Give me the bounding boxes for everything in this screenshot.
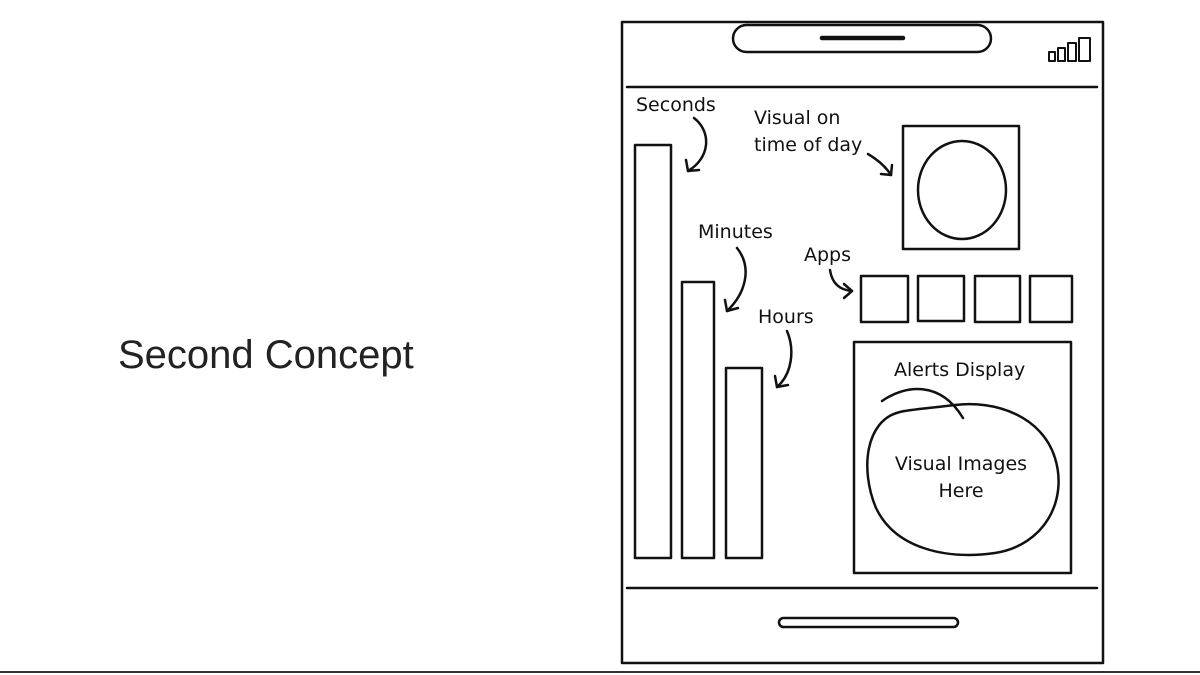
minutes-bar <box>680 280 716 560</box>
visual-time-of-day-label-line1: Visual on <box>754 107 840 129</box>
top-notch <box>731 23 993 54</box>
signal-strength-icon <box>1048 37 1091 62</box>
hours-label: Hours <box>758 306 814 328</box>
hours-arrow <box>773 329 793 389</box>
app-tile-3 <box>973 274 1022 324</box>
time-of-day-arrow <box>866 152 894 177</box>
apps-label: Apps <box>804 244 851 266</box>
time-of-day-box <box>901 124 1021 251</box>
seconds-arrow <box>684 116 708 173</box>
hours-bar <box>724 366 764 560</box>
visual-time-of-day-label-line2: time of day <box>754 134 862 156</box>
home-bar <box>777 616 960 629</box>
minutes-label: Minutes <box>698 221 773 243</box>
seconds-bar <box>633 143 673 560</box>
minutes-arrow <box>723 246 747 313</box>
app-tile-4 <box>1028 274 1074 324</box>
app-tile-2 <box>916 274 966 323</box>
alerts-display-label: Alerts Display <box>894 359 1025 381</box>
time-of-day-circle <box>916 139 1008 241</box>
app-tile-1 <box>859 274 910 324</box>
visual-images-circle <box>866 402 1060 557</box>
apps-arrow <box>828 268 854 300</box>
phone-frame <box>620 20 1105 665</box>
alerts-underline-stroke <box>880 387 965 420</box>
visual-images-label-line1: Visual Images <box>895 453 1027 475</box>
alerts-display-panel <box>852 340 1073 575</box>
seconds-label: Seconds <box>636 94 716 116</box>
slide-bottom-rule <box>0 671 1200 673</box>
visual-images-label-line2: Here <box>938 480 983 502</box>
slide-title: Second Concept <box>118 333 414 377</box>
